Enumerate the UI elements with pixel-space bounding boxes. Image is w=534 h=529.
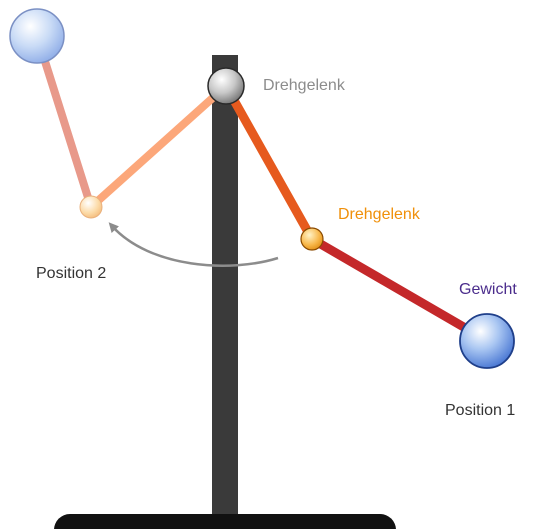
label-top-pivot: Drehgelenk xyxy=(263,77,345,94)
base xyxy=(54,514,396,529)
label-position-2: Position 2 xyxy=(36,265,107,282)
rotation-arrow xyxy=(108,222,279,267)
joint-position-1 xyxy=(300,227,324,251)
upper-arm-position-2 xyxy=(87,82,230,211)
weight-ball-position-2 xyxy=(9,8,65,64)
weight-ball-position-1 xyxy=(459,313,515,369)
top-pivot xyxy=(207,67,245,105)
label-weight: Gewicht xyxy=(459,281,517,298)
post xyxy=(212,55,238,527)
label-middle-pivot: Drehgelenk xyxy=(338,206,420,223)
joint-position-2 xyxy=(79,195,103,219)
upper-arm-position-1 xyxy=(221,81,317,244)
lower-arm-position-1 xyxy=(307,234,491,345)
label-position-1: Position 1 xyxy=(445,402,516,419)
lower-arm-position-2 xyxy=(33,32,95,211)
